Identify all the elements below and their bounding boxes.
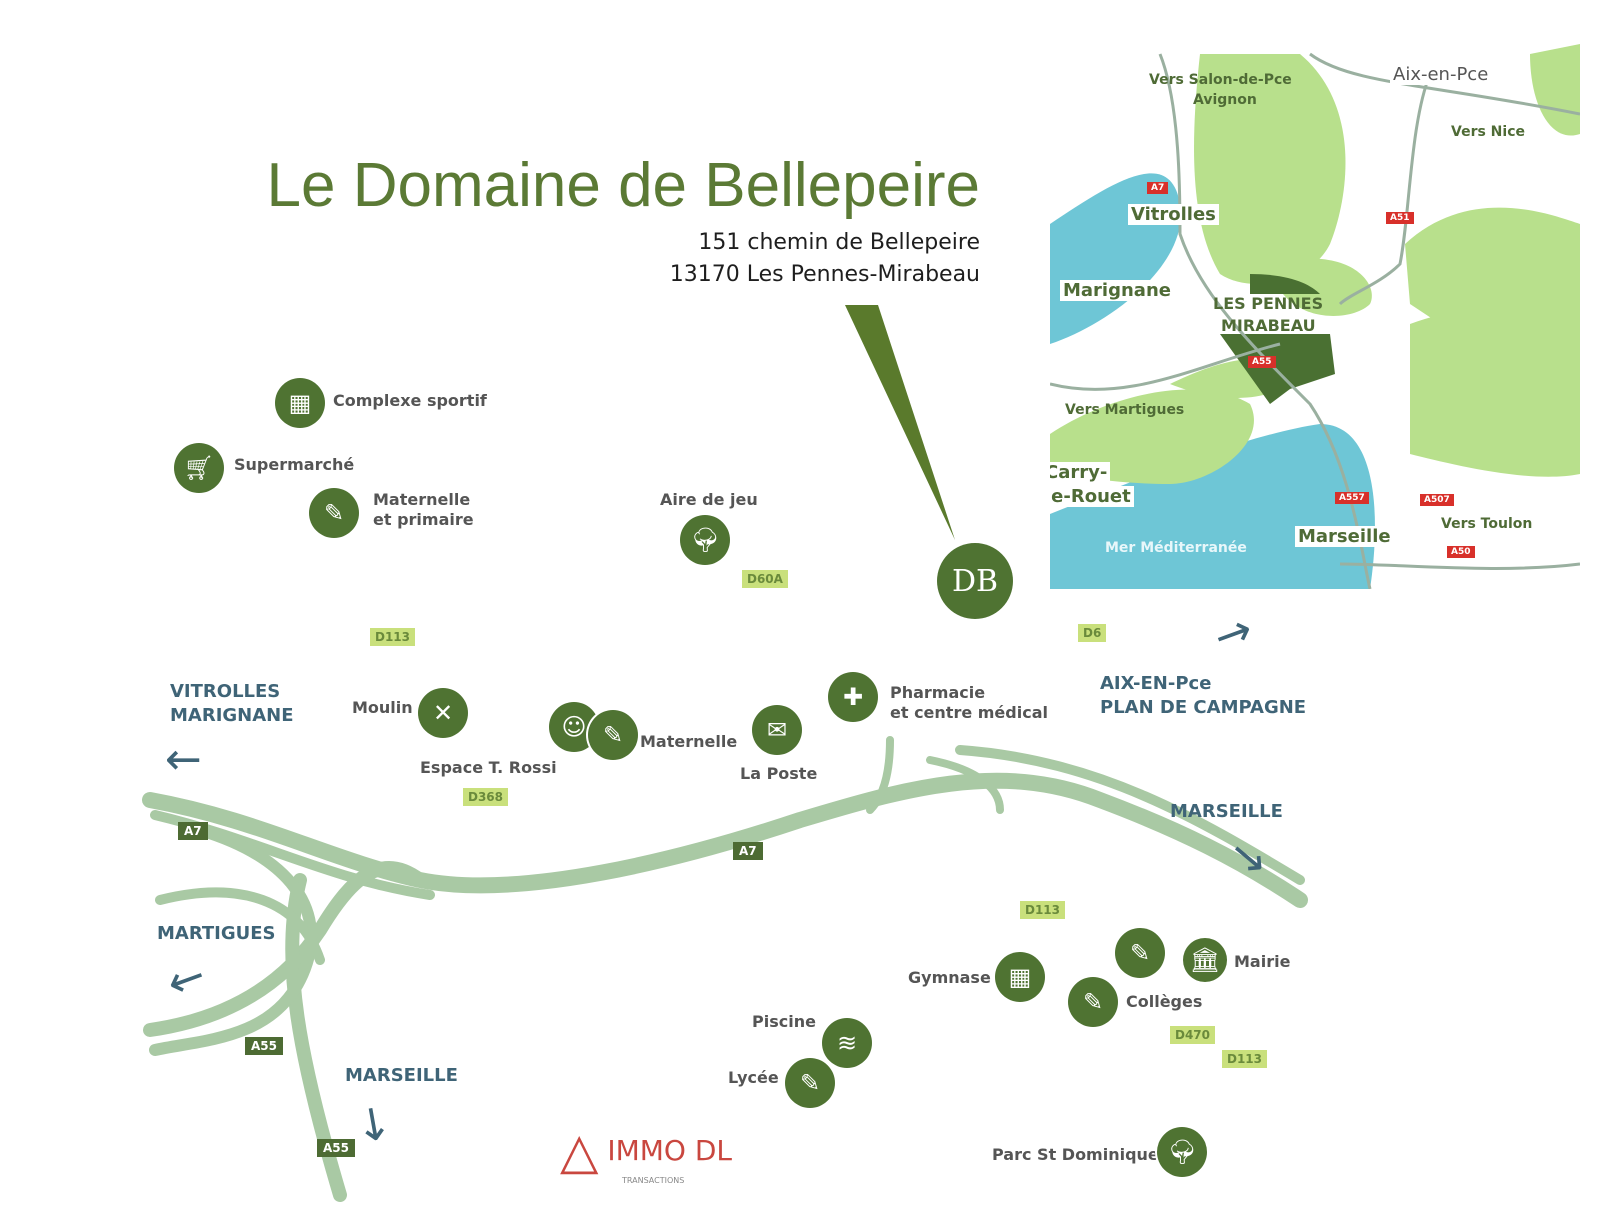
- pencil-icon: ✎: [309, 488, 359, 538]
- inset-terrain: [1050, 44, 1580, 589]
- inset-label: Vers Nice: [1451, 124, 1525, 140]
- inset-label: Vitrolles: [1128, 204, 1219, 225]
- pencil-icon: ✎: [785, 1058, 835, 1108]
- direction-label: PLAN DE CAMPAGNE: [1100, 697, 1307, 718]
- town-hall-icon: 🏛︎: [1183, 938, 1227, 982]
- poi-parc-st-dominique: Parc St Dominique: [992, 1145, 1159, 1164]
- direction-label: VITROLLES: [170, 681, 281, 702]
- inset-label: Carry-: [1050, 462, 1111, 483]
- poi-lycee: Lycée: [728, 1068, 779, 1087]
- inset-label: Marseille: [1295, 526, 1394, 547]
- watermark-sub: TRANSACTIONS: [622, 1176, 685, 1185]
- poi-pharmacie-2: et centre médical: [890, 703, 1048, 722]
- highway-sign: A55: [245, 1037, 283, 1055]
- poi-aire-de-jeu: Aire de jeu: [660, 490, 758, 509]
- direction-label: AIX-EN-Pce: [1100, 673, 1212, 694]
- inset-label: Vers Martigues: [1065, 402, 1185, 418]
- poi-espace-rossi: Espace T. Rossi: [420, 758, 557, 777]
- direction-label: MARIGNANE: [170, 705, 294, 726]
- road-sign: D60A: [742, 570, 788, 588]
- address-street: 151 chemin de Bellepeire: [698, 230, 980, 255]
- highway-sign: A55: [317, 1139, 355, 1157]
- east-ramp-2: [926, 756, 1004, 814]
- pencil-icon: ✎: [1068, 977, 1118, 1027]
- inset-label: Marignane: [1060, 280, 1174, 301]
- inset-road-sign: A507: [1420, 494, 1454, 506]
- stadium-icon: ▦: [275, 378, 325, 428]
- poi-supermarche: Supermarché: [234, 455, 355, 474]
- watermark: △ IMMO DL TRANSACTIONS: [560, 1120, 733, 1185]
- cart-icon: 🛒︎: [174, 443, 224, 493]
- inset-label: Vers Salon-de-Pce: [1149, 72, 1292, 88]
- poi-maternelle-primaire: Maternelle: [373, 490, 471, 509]
- road-sign: D113: [1020, 901, 1066, 919]
- inset-label: Mer Méditerranée: [1105, 540, 1247, 556]
- stadium-icon: ▦: [995, 952, 1045, 1002]
- inset-road-sign: A51: [1386, 212, 1414, 224]
- direction-marseille-south: MARSEILLE: [345, 1065, 458, 1086]
- poi-piscine: Piscine: [752, 1012, 816, 1031]
- pencil-icon: ✎: [1115, 928, 1165, 978]
- windmill-icon: ✕: [418, 688, 468, 738]
- road-sign: D368: [463, 788, 509, 806]
- poi-pharmacie: Pharmacie: [890, 683, 986, 702]
- inset-road-sign: A55: [1248, 356, 1276, 368]
- road-sign: D113: [1222, 1050, 1268, 1068]
- inset-label: Aix-en-Pce: [1390, 64, 1492, 85]
- mailbox-icon: ✉: [752, 705, 802, 755]
- watermark-brand: IMMO DL: [607, 1134, 733, 1167]
- inset-road-sign: A7: [1147, 182, 1169, 194]
- tree-icon: 🌳︎: [680, 515, 730, 565]
- east-ramp: [866, 736, 894, 814]
- a55-highway: [143, 861, 427, 1037]
- inset-label: MIRABEAU: [1221, 316, 1316, 335]
- road-sign: D6: [1078, 624, 1107, 642]
- poi-maternelle-primaire-2: et primaire: [373, 510, 474, 529]
- road-sign: D113: [370, 628, 416, 646]
- medical-cross-icon: ✚: [828, 672, 878, 722]
- inset-label: Avignon: [1193, 92, 1257, 108]
- regional-inset-map: Vers Salon-de-Pce Avignon Aix-en-Pce Ver…: [1050, 44, 1580, 589]
- arrow-left-icon: ←: [165, 734, 202, 785]
- watermark-triangle-icon: △: [560, 1122, 599, 1180]
- direction-martigues: MARTIGUES: [157, 923, 276, 944]
- road-sign: D470: [1170, 1026, 1216, 1044]
- poi-colleges: Collèges: [1126, 992, 1203, 1011]
- direction-marseille-east: MARSEILLE: [1170, 801, 1283, 822]
- arrow-down-icon: →: [345, 1101, 403, 1147]
- pencil-icon: ✎: [588, 710, 638, 760]
- east-ramp-3: [955, 745, 1305, 885]
- inset-road-sign: A557: [1335, 492, 1369, 504]
- highway-sign: A7: [733, 842, 763, 860]
- logo-monogram: ⅮB: [951, 563, 999, 599]
- page-title: Le Domaine de Bellepeire: [266, 151, 980, 220]
- interchange-loop: [149, 824, 318, 1056]
- highway-sign: A7: [178, 822, 208, 840]
- poi-mairie: Mairie: [1234, 952, 1291, 971]
- inset-road-sign: A50: [1447, 546, 1475, 558]
- poi-complexe-sportif: Complexe sportif: [333, 391, 487, 410]
- interchange-loop-2: [155, 887, 325, 965]
- location-pointer: [845, 305, 955, 540]
- inset-label: LES PENNES: [1213, 294, 1324, 313]
- poi-la-poste: La Poste: [740, 764, 818, 783]
- poi-gymnase: Gymnase: [908, 968, 991, 987]
- tree-icon: 🌳︎: [1157, 1127, 1207, 1177]
- inset-label: Vers Toulon: [1441, 516, 1533, 532]
- pool-icon: ≋: [822, 1018, 872, 1068]
- poi-moulin: Moulin: [352, 698, 413, 717]
- address-city: 13170 Les Pennes-Mirabeau: [669, 262, 980, 287]
- poi-maternelle: Maternelle: [640, 732, 738, 751]
- domain-logo: ⅮB: [937, 543, 1013, 619]
- inset-label: le-Rouet: [1050, 486, 1134, 507]
- direction-vitrolles: VITROLLES MARIGNANE: [170, 680, 294, 728]
- a7-highway: [142, 772, 1308, 908]
